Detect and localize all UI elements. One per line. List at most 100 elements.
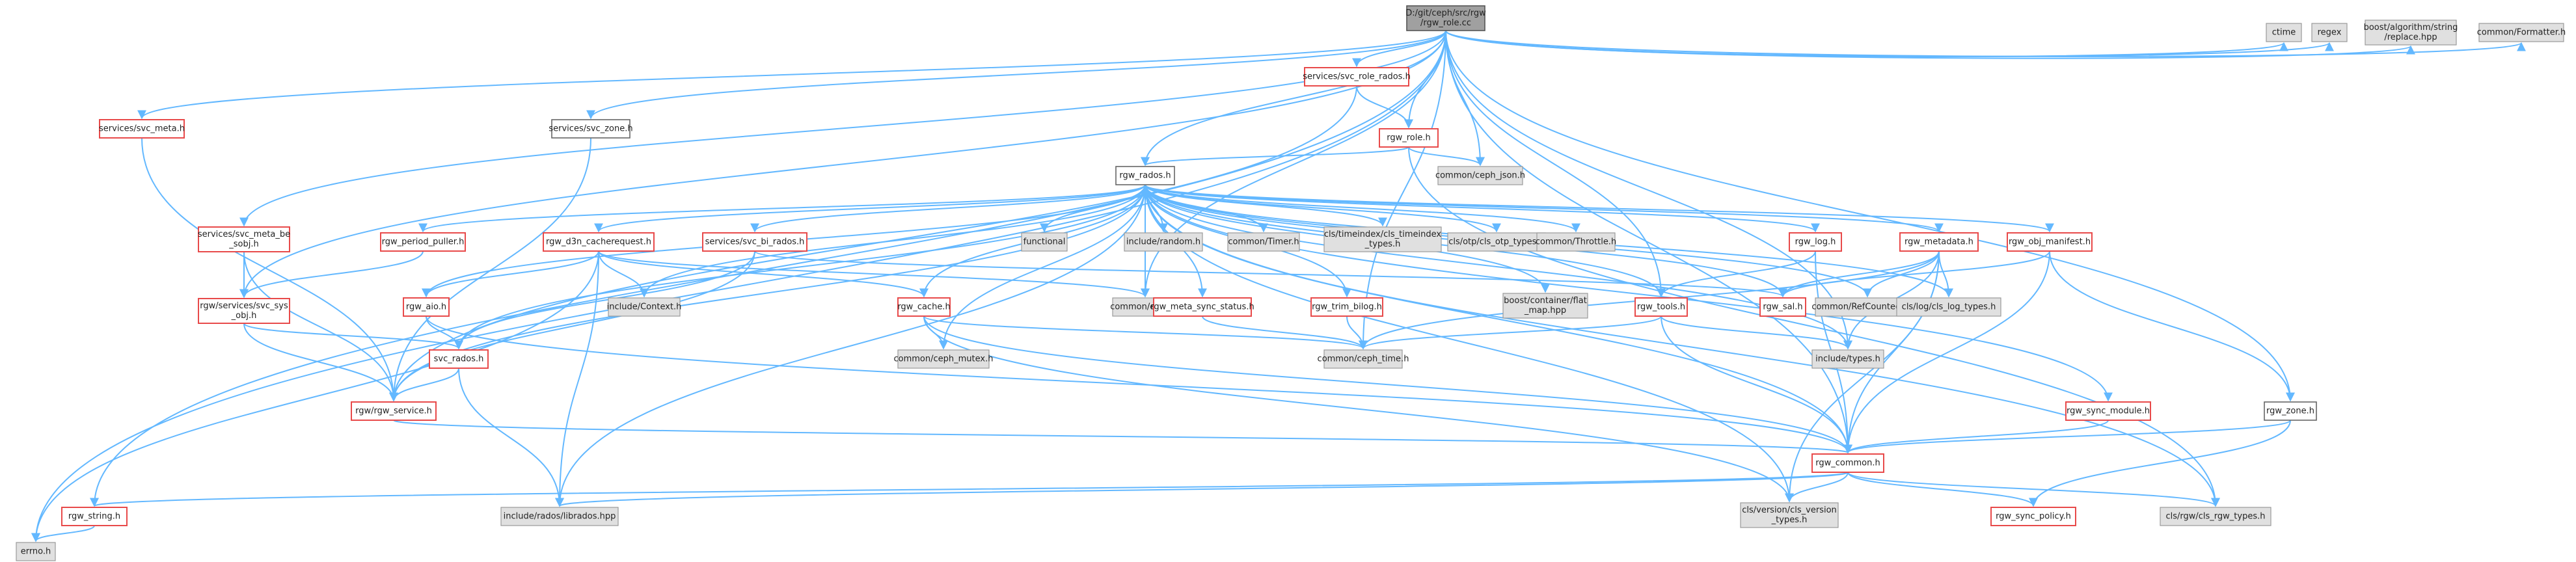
node-svc-zone[interactable]: services/svc_zone.h [549, 119, 633, 139]
node-box [897, 297, 951, 317]
edge-rgw_d3n-to-errno_h [31, 250, 599, 542]
node-cls-rgw-types[interactable]: cls/rgw/cls_rgw_types.h [2160, 507, 2271, 526]
node-rgw-rados[interactable]: rgw_rados.h [1115, 166, 1175, 185]
node-box [2160, 507, 2271, 526]
node-label: services/svc_bi_rados.h [705, 237, 805, 247]
node-label: rgw_tools.h [1637, 302, 1685, 312]
node-label: common/Timer.h [1228, 237, 1299, 247]
edge-svc_role_rados-to-rgw_role_h [1356, 85, 1413, 129]
node-formatter[interactable]: common/Formatter.h [2477, 23, 2566, 42]
node-box [198, 298, 290, 324]
node-rgw-string[interactable]: rgw_string.h [61, 507, 128, 526]
node-box [1323, 226, 1442, 252]
edge-root-to-ceph_time [1359, 30, 1446, 350]
node-rgw-cache[interactable]: rgw_cache.h [897, 297, 951, 317]
edge-rgw_metadata-to-rgw_sal [1778, 250, 1940, 298]
node-svc-meta[interactable]: services/svc_meta.h [99, 119, 185, 139]
node-label: common/ceph_mutex.h [894, 355, 994, 364]
node-boost-flat-map[interactable]: boost/container/flat_map.hpp [1502, 293, 1588, 319]
edge-rgw_obj_manifest-to-rgw_sal [1778, 250, 2050, 298]
node-rgw-trim-bilog[interactable]: rgw_trim_bilog.h [1310, 297, 1383, 317]
node-label: rgw_string.h [68, 512, 120, 522]
node-root[interactable]: D:/git/ceph/src/rgw/rgw_role.cc [1405, 5, 1486, 31]
edge-rgw_d3n-to-rgw_aio [422, 250, 599, 298]
node-cls-version[interactable]: cls/version/cls_version_types.h [1740, 502, 1839, 528]
edge-rgw_rados-to-include_context [640, 184, 1146, 298]
node-rgw-meta-sync-status[interactable]: rgw_meta_sync_status.h [1150, 297, 1254, 317]
node-rgw-aio[interactable]: rgw_aio.h [403, 297, 450, 317]
edge-root-to-rgw_string [90, 30, 1446, 507]
node-ceph-mutex[interactable]: common/ceph_mutex.h [894, 349, 994, 369]
node-box [2007, 232, 2093, 252]
edge-rgw_common-to-librados [555, 472, 1849, 507]
node-ceph-json[interactable]: common/ceph_json.h [1435, 166, 1525, 185]
node-rgw-service[interactable]: rgw/rgw_service.h [351, 401, 437, 421]
node-rgw-common[interactable]: rgw_common.h [1811, 453, 1884, 473]
node-librados[interactable]: include/rados/librados.hpp [500, 507, 619, 526]
node-svc-role-rados[interactable]: services/svc_role_rados.h [1303, 67, 1411, 87]
node-box [403, 297, 450, 317]
node-label: common/ceph_time.h [1318, 355, 1409, 364]
node-label: rgw_cache.h [897, 302, 950, 312]
node-include-types[interactable]: include/types.h [1811, 349, 1884, 369]
node-label: common/ceph_json.h [1435, 171, 1525, 181]
node-ctime[interactable]: ctime [2266, 23, 2302, 42]
node-rgw-tools[interactable]: rgw_tools.h [1634, 297, 1688, 317]
node-common-timer[interactable]: common/Timer.h [1227, 232, 1300, 252]
node-svc-sys-obj[interactable]: rgw/services/svc_sys_obj.h [198, 298, 290, 324]
node-rgw-role-h[interactable]: rgw_role.h [1379, 128, 1439, 148]
node-box [2365, 20, 2457, 46]
node-label: services/svc_meta_be [198, 230, 290, 239]
node-include-random[interactable]: include/random.h [1124, 232, 1203, 252]
node-label: boost/algorithm/string [2364, 23, 2458, 33]
node-rgw-metadata[interactable]: rgw_metadata.h [1899, 232, 1979, 252]
edge-rgw_d3n-to-librados [555, 250, 599, 507]
node-label: _map.hpp [1524, 306, 1566, 315]
node-svc-meta-be-sobj[interactable]: services/svc_meta_be_sobj.h [198, 226, 290, 252]
node-rgw-log[interactable]: rgw_log.h [1789, 232, 1842, 252]
node-svc-rados[interactable]: svc_rados.h [429, 349, 489, 369]
node-rgw-zone[interactable]: rgw_zone.h [2264, 401, 2317, 421]
node-common-throttle[interactable]: common/Throttle.h [1536, 232, 1616, 252]
edge-rgw_metadata-to-refcounted [1863, 250, 1940, 298]
edge-svc_zone-to-rgw_service [389, 137, 591, 402]
node-label: functional [1024, 237, 1066, 247]
edge-rgw_rados-to-librados [555, 184, 1146, 507]
node-label: rgw_sync_module.h [2067, 407, 2150, 416]
node-label: cls/timeindex/cls_timeindex [1324, 230, 1442, 239]
edge-rgw_d3n-to-common_errno [598, 250, 1150, 298]
node-regex[interactable]: regex [2311, 23, 2348, 42]
node-box [1811, 349, 1884, 369]
node-label: cls/otp/cls_otp_types.h [1448, 237, 1545, 247]
node-svc-bi-rados[interactable]: services/svc_bi_rados.h [702, 232, 807, 252]
edge-rgw_service-to-rgw_common [393, 420, 1852, 454]
node-label: services/svc_zone.h [549, 124, 632, 134]
edge-root-to-svc_meta [137, 30, 1446, 120]
node-label: rgw_role.h [1387, 133, 1431, 143]
node-rgw-period-puller[interactable]: rgw_period_puller.h [380, 232, 466, 252]
node-cls-otp[interactable]: cls/otp/cls_otp_types.h [1447, 232, 1546, 252]
node-rgw-d3n[interactable]: rgw_d3n_cacherequest.h [543, 232, 655, 252]
edge-rgw_obj_manifest-to-rgw_common [1843, 250, 2050, 454]
node-label: cls/rgw/cls_rgw_types.h [2165, 512, 2265, 522]
node-box [1502, 293, 1588, 319]
node-rgw-obj-manifest[interactable]: rgw_obj_manifest.h [2007, 232, 2093, 252]
node-include-context[interactable]: include/Context.h [607, 297, 682, 317]
edge-layer [31, 30, 2526, 542]
node-rgw-sync-module[interactable]: rgw_sync_module.h [2065, 401, 2151, 421]
edge-root-to-rgw_tools [1445, 30, 1666, 298]
node-errno-h[interactable]: errno.h [16, 542, 56, 561]
node-functional[interactable]: functional [1021, 232, 1068, 252]
node-cls-timeindex[interactable]: cls/timeindex/cls_timeindex_types.h [1323, 226, 1442, 252]
node-cls-log[interactable]: cls/log/cls_log_types.h [1896, 297, 2001, 317]
node-rgw-sync-policy[interactable]: rgw_sync_policy.h [1990, 507, 2076, 526]
node-rgw-sal[interactable]: rgw_sal.h [1759, 297, 1806, 317]
node-label: rgw/rgw_service.h [355, 407, 432, 416]
edge-rgw_rados-to-cls_rgw_types [1145, 184, 2220, 507]
node-label: include/types.h [1815, 355, 1880, 364]
node-ceph-time[interactable]: common/ceph_time.h [1318, 349, 1409, 369]
node-box [1899, 232, 1979, 252]
node-box [1124, 232, 1203, 252]
edge-rgw_tools-to-include_types [1661, 315, 1852, 350]
node-boost-replace[interactable]: boost/algorithm/string/replace.hpp [2364, 20, 2458, 46]
